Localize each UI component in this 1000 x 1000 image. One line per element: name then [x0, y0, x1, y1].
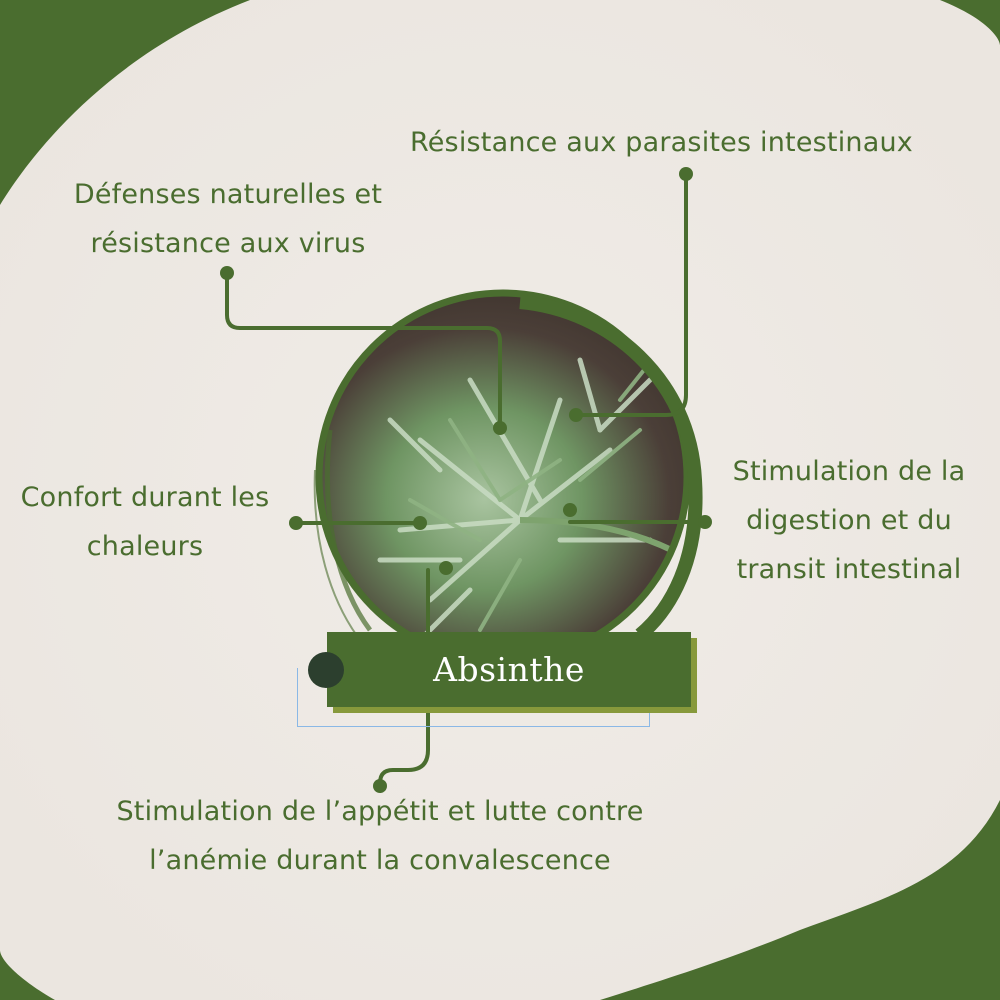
connector-dot: [220, 266, 234, 280]
benefit-text: Défenses naturelles et: [73, 179, 383, 210]
benefit-parasites: Résistance aux parasites intestinaux: [410, 118, 913, 167]
benefit-digestion: Stimulation de la digestion et du transi…: [718, 447, 980, 594]
plant-photo: [321, 295, 685, 659]
title-banner: Absinthe: [327, 632, 691, 707]
benefit-text: Stimulation de l’appétit et lutte contre: [116, 796, 644, 827]
benefit-text: l’anémie durant la convalescence: [149, 845, 611, 876]
benefit-text: transit intestinal: [736, 554, 962, 585]
benefit-text: Résistance aux parasites intestinaux: [410, 127, 913, 158]
benefit-immune-defense: Défenses naturelles et résistance aux vi…: [58, 170, 398, 268]
benefit-heat-comfort: Confort durant les chaleurs: [4, 473, 286, 571]
benefit-appetite: Stimulation de l’appétit et lutte contre…: [90, 787, 670, 885]
benefit-text: chaleurs: [86, 531, 204, 562]
benefit-text: résistance aux virus: [90, 228, 366, 259]
benefit-text: digestion et du: [746, 505, 952, 536]
benefit-text: Confort durant les: [20, 482, 270, 513]
title-dot-icon: [308, 652, 344, 688]
benefit-text: Stimulation de la: [732, 456, 966, 487]
page-title: Absinthe: [433, 650, 585, 689]
